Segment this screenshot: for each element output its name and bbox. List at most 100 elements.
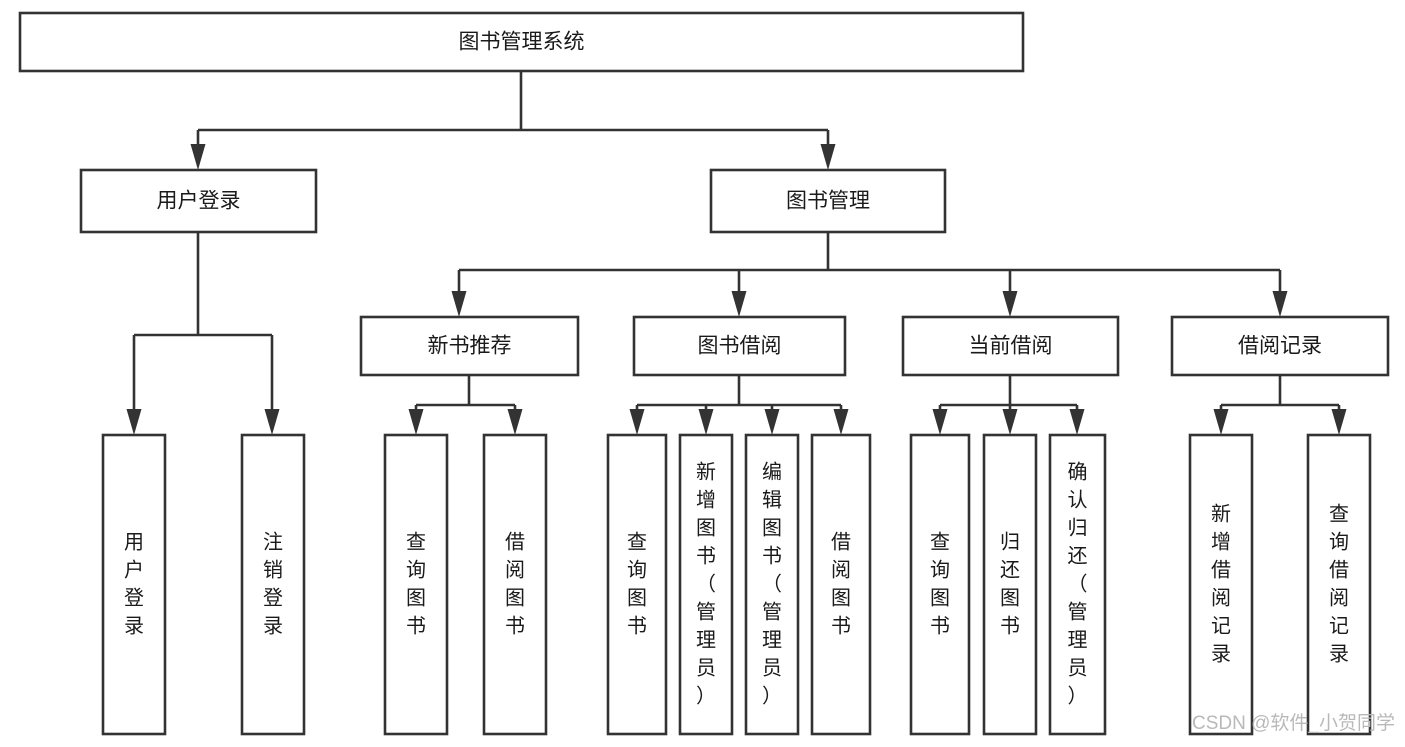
node-l_r_add[interactable]: 新增借阅记录 bbox=[1188, 433, 1254, 736]
node-label-char: 员 bbox=[696, 658, 716, 680]
node-label-char: 查 bbox=[406, 531, 426, 554]
node-box-root bbox=[18, 11, 1025, 73]
node-l_login[interactable]: 用户登录 bbox=[101, 433, 167, 736]
connector-bookmgmt bbox=[451, 232, 1288, 317]
node-label-char: 增 bbox=[1211, 531, 1231, 554]
node-l_nb_query[interactable]: 查询图书 bbox=[383, 433, 449, 736]
node-label-char: 认 bbox=[1068, 489, 1088, 512]
node-label-char: ） bbox=[762, 685, 782, 708]
node-box-bookmgmt bbox=[709, 168, 947, 234]
connector-root bbox=[190, 71, 836, 170]
node-l_b_edit[interactable]: 编辑图书（管理员） bbox=[744, 433, 800, 736]
node-l_c_return[interactable]: 归还图书 bbox=[982, 433, 1038, 736]
node-label-char: 书 bbox=[696, 545, 716, 568]
node-l_b_add[interactable]: 新增图书（管理员） bbox=[678, 433, 734, 736]
node-label-char: 归 bbox=[1068, 517, 1088, 540]
node-label-char: 新 bbox=[696, 461, 716, 484]
node-l_r_query[interactable]: 查询借阅记录 bbox=[1306, 433, 1372, 736]
node-label-records: 借阅记录 bbox=[1238, 335, 1322, 358]
node-label-char: 书 bbox=[627, 615, 647, 638]
connector-borrow bbox=[629, 375, 849, 435]
node-borrow[interactable]: 图书借阅 bbox=[632, 315, 847, 377]
node-label-char: 询 bbox=[1329, 531, 1349, 554]
node-label-char: 用 bbox=[124, 532, 144, 554]
node-label-char: 归 bbox=[1000, 531, 1020, 554]
node-label-char: 书 bbox=[1000, 615, 1020, 638]
node-box-l_c_return bbox=[982, 433, 1038, 736]
node-label-char: 员 bbox=[762, 658, 782, 680]
node-label-char: 录 bbox=[1211, 644, 1231, 666]
node-label-char: 编 bbox=[762, 461, 782, 484]
node-current[interactable]: 当前借阅 bbox=[901, 315, 1120, 377]
node-label-char: 图 bbox=[406, 588, 426, 610]
node-label-char: 确 bbox=[1068, 461, 1088, 484]
node-l_logout[interactable]: 注销登录 bbox=[240, 433, 306, 736]
node-box-l_nb_query bbox=[383, 433, 449, 736]
node-label-char: （ bbox=[1068, 573, 1088, 596]
node-label-char: 借 bbox=[505, 531, 525, 554]
node-label-l_b_lend: 借阅图书 bbox=[831, 531, 851, 638]
node-label-char: 理 bbox=[1068, 630, 1088, 652]
node-label-char: ） bbox=[696, 685, 716, 708]
node-box-current bbox=[901, 315, 1120, 377]
node-box-l_c_query bbox=[909, 433, 971, 736]
node-label-char: 登 bbox=[124, 587, 144, 610]
node-label-l_b_query: 查询图书 bbox=[627, 531, 647, 638]
node-label-l_nb_borrow: 借阅图书 bbox=[505, 531, 525, 638]
node-label-char: 阅 bbox=[831, 559, 851, 582]
node-label-char: 图 bbox=[627, 588, 647, 610]
node-box-l_b_add bbox=[678, 433, 734, 736]
node-l_c_query[interactable]: 查询图书 bbox=[909, 433, 971, 736]
node-label-l_c_return: 归还图书 bbox=[1000, 531, 1020, 638]
node-label-char: 管 bbox=[696, 601, 716, 624]
node-label-char: 注 bbox=[263, 531, 283, 554]
node-label-char: 询 bbox=[406, 559, 426, 582]
node-box-l_logout bbox=[240, 433, 306, 736]
node-label-char: 图 bbox=[1000, 588, 1020, 610]
node-label-char: 增 bbox=[696, 489, 716, 512]
node-label-char: ） bbox=[1068, 685, 1088, 708]
node-label-char: 理 bbox=[762, 630, 782, 652]
node-label-char: 阅 bbox=[1211, 587, 1231, 610]
node-box-l_b_lend bbox=[810, 433, 872, 736]
node-label-char: 录 bbox=[263, 616, 283, 638]
node-label-char: 录 bbox=[124, 616, 144, 638]
connector-login bbox=[126, 232, 280, 435]
node-records[interactable]: 借阅记录 bbox=[1170, 315, 1390, 377]
node-label-char: 录 bbox=[1329, 644, 1349, 666]
node-bookmgmt[interactable]: 图书管理 bbox=[709, 168, 947, 234]
node-label-char: 书 bbox=[930, 615, 950, 638]
node-l_nb_borrow[interactable]: 借阅图书 bbox=[482, 433, 548, 736]
node-box-l_r_add bbox=[1188, 433, 1254, 736]
node-l_c_confirm[interactable]: 确认归还（管理员） bbox=[1048, 433, 1107, 736]
node-label-bookmgmt: 图书管理 bbox=[786, 190, 870, 213]
node-label-char: 图 bbox=[762, 518, 782, 540]
connector-current bbox=[932, 375, 1085, 435]
node-label-char: 查 bbox=[627, 531, 647, 554]
node-label-char: 图 bbox=[831, 588, 851, 610]
node-box-l_b_query bbox=[606, 433, 668, 736]
node-l_b_lend[interactable]: 借阅图书 bbox=[810, 433, 872, 736]
node-label-char: 书 bbox=[406, 615, 426, 638]
node-label-l_b_add: 新增图书（管理员） bbox=[696, 461, 716, 708]
node-login[interactable]: 用户登录 bbox=[79, 168, 318, 234]
node-label-char: 户 bbox=[124, 559, 144, 582]
node-label-char: 记 bbox=[1329, 615, 1349, 638]
node-label-char: 借 bbox=[1329, 559, 1349, 582]
node-box-borrow bbox=[632, 315, 847, 377]
node-label-login: 用户登录 bbox=[157, 190, 241, 213]
node-label-char: 理 bbox=[696, 630, 716, 652]
node-label-char: 书 bbox=[762, 545, 782, 568]
node-root[interactable]: 图书管理系统 bbox=[18, 11, 1025, 73]
node-label-char: 询 bbox=[627, 559, 647, 582]
node-label-char: 还 bbox=[1068, 545, 1088, 568]
connector-newbook bbox=[408, 375, 523, 435]
node-box-login bbox=[79, 168, 318, 234]
node-l_b_query[interactable]: 查询图书 bbox=[606, 433, 668, 736]
node-label-char: 辑 bbox=[762, 489, 782, 512]
node-label-char: 书 bbox=[505, 615, 525, 638]
node-label-char: 图 bbox=[696, 518, 716, 540]
node-label-char: 登 bbox=[263, 587, 283, 610]
node-newbook[interactable]: 新书推荐 bbox=[359, 315, 580, 377]
